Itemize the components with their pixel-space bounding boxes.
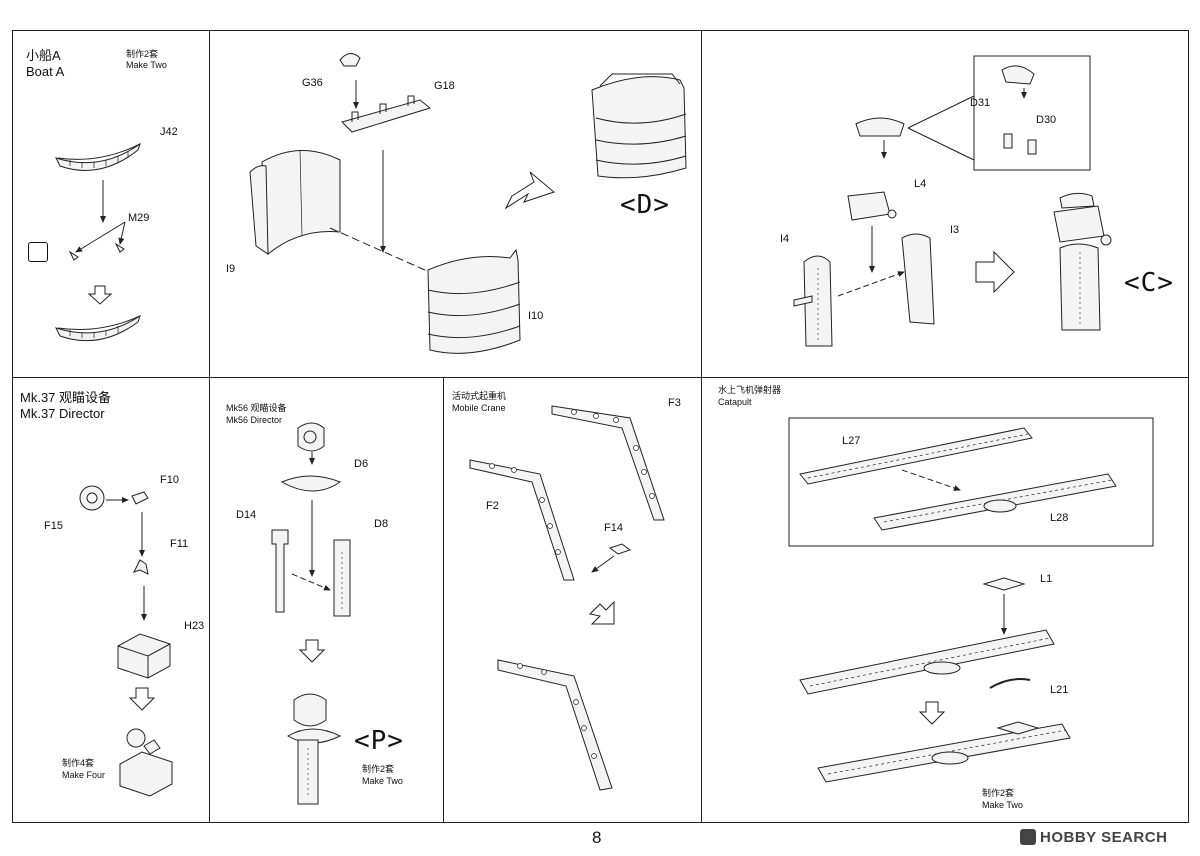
- part-label-i3: I3: [950, 224, 960, 236]
- panel-boat-a: [12, 30, 210, 378]
- hobby-search-logo-icon: [1020, 829, 1036, 845]
- catapult-title-cn: 水上飞机弹射器: [718, 385, 782, 395]
- catapult-qty-en: Make Two: [982, 800, 1023, 810]
- boat-qty-cn: 制作2套: [126, 49, 159, 59]
- part-label-d30: D30: [1036, 114, 1057, 126]
- part-label-i10: I10: [528, 310, 544, 322]
- boat-drawing: [55, 142, 141, 342]
- marker-c: <C>: [1124, 268, 1174, 298]
- catapult-title-en: Catapult: [718, 397, 752, 407]
- part-label-g36: G36: [302, 77, 323, 89]
- part-label-i9: I9: [226, 263, 236, 275]
- part-label-f15: F15: [44, 520, 63, 532]
- crane-title-cn: 活动式起重机: [452, 391, 507, 401]
- part-label-f10: F10: [160, 474, 179, 486]
- part-label-l27: L27: [842, 435, 861, 447]
- panel-mk37-director: [12, 377, 210, 823]
- marker-d: <D>: [620, 190, 670, 220]
- crane-title-en: Mobile Crane: [452, 403, 506, 413]
- mk37-qty-cn: 制作4套: [62, 758, 95, 768]
- part-label-f3: F3: [668, 397, 681, 409]
- catapult-qty-cn: 制作2套: [982, 788, 1015, 798]
- part-label-l28: L28: [1050, 512, 1069, 524]
- boat-qty-en: Make Two: [126, 60, 167, 70]
- part-label-i4: I4: [780, 233, 790, 245]
- panel-mobile-crane: [443, 377, 702, 823]
- part-label-d6: D6: [354, 458, 369, 470]
- part-label-l21: L21: [1050, 684, 1069, 696]
- catapult-drawing: [788, 417, 1154, 783]
- part-label-h23: H23: [184, 620, 205, 632]
- part-label-l1: L1: [1040, 573, 1053, 585]
- boat-title-cn: 小船A: [26, 48, 61, 63]
- part-label-m29: M29: [128, 212, 150, 224]
- panel-mk56-director: [209, 377, 444, 823]
- part-label-d14: D14: [236, 509, 257, 521]
- part-label-d31: D31: [970, 97, 991, 109]
- mk56-drawing: [271, 422, 351, 805]
- mk37-qty-en: Make Four: [62, 770, 106, 780]
- part-label-f14: F14: [604, 522, 623, 534]
- mk56-title-cn: Mk56 观瞄设备: [226, 403, 287, 413]
- mk37-drawing: [79, 485, 173, 797]
- marker-p: <P>: [354, 726, 404, 756]
- crane-drawing: [469, 405, 665, 791]
- page-number: 8: [592, 828, 602, 847]
- mk56-qty-en: Make Two: [362, 776, 403, 786]
- paint-note-icon: [28, 242, 48, 262]
- funnel-drawing: [249, 53, 687, 354]
- mk37-title-cn: Mk.37 观瞄设备: [20, 390, 112, 405]
- watermark-text: HOBBY SEARCH: [1040, 829, 1168, 846]
- part-label-g18: G18: [434, 80, 455, 92]
- mk56-title-en: Mk56 Director: [226, 415, 283, 425]
- part-label-f11: F11: [170, 538, 189, 550]
- part-label-j42: J42: [160, 126, 178, 138]
- part-label-d8: D8: [374, 518, 389, 530]
- tower-drawing: [793, 55, 1112, 347]
- mk56-qty-cn: 制作2套: [362, 764, 395, 774]
- part-label-f2: F2: [486, 500, 499, 512]
- boat-title-en: Boat A: [26, 64, 65, 79]
- part-label-l4: L4: [914, 178, 927, 190]
- mk37-title-en: Mk.37 Director: [20, 406, 105, 421]
